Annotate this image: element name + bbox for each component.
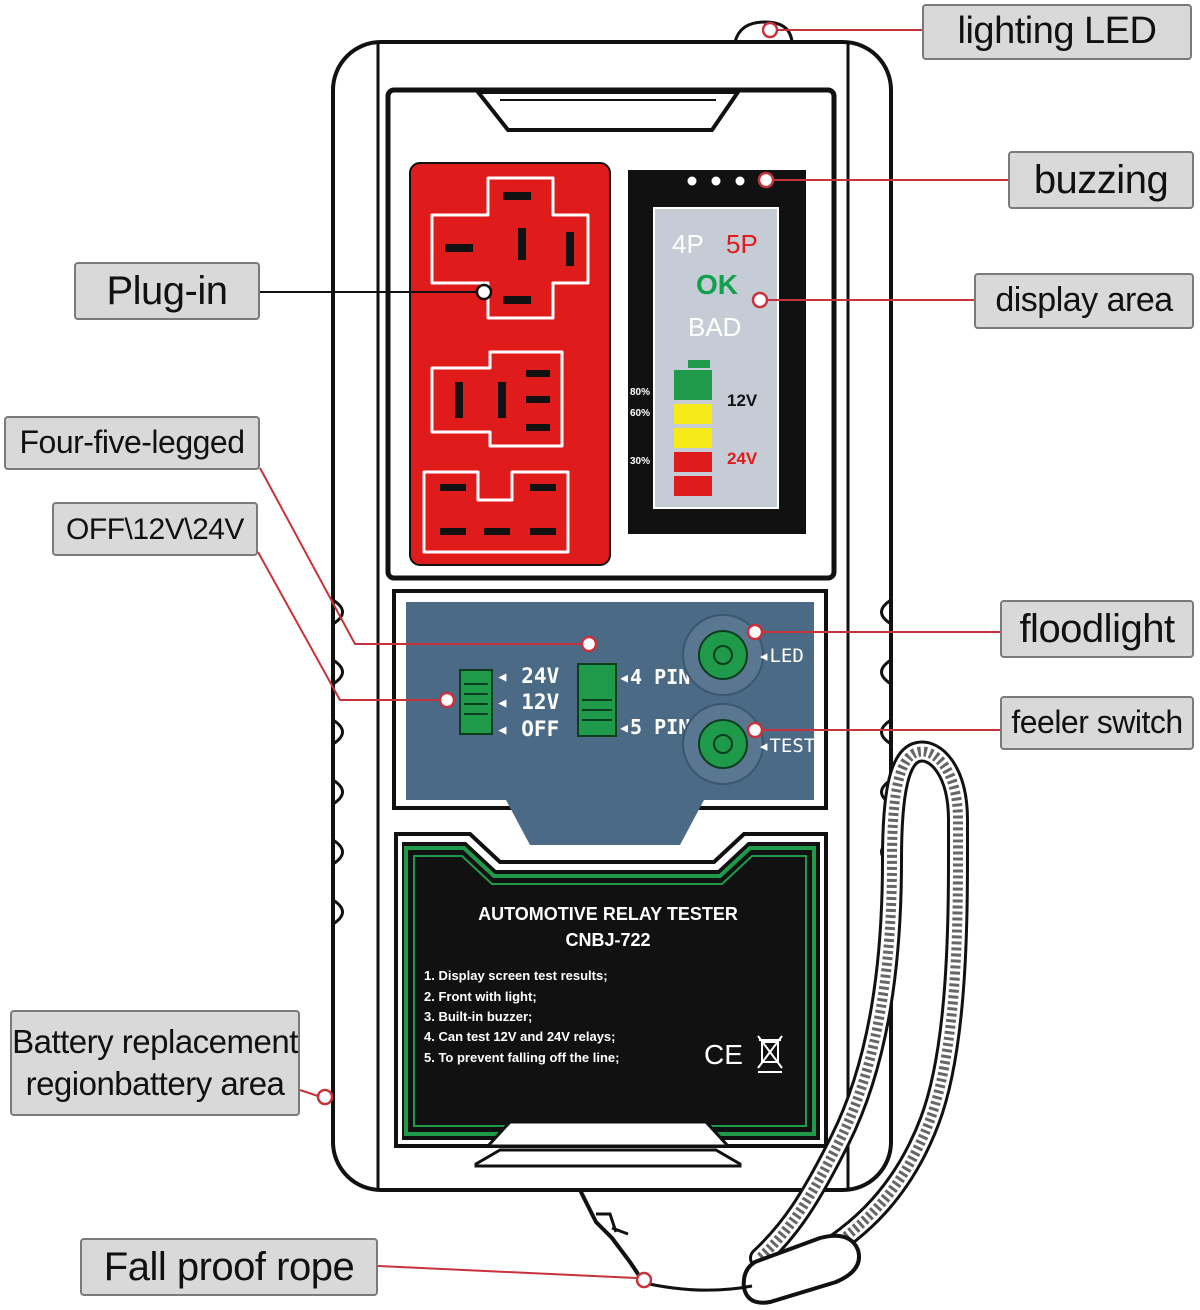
feature-1: 1. Display screen test results; [424, 968, 608, 983]
callout-feeler-switch: feeler switch [1000, 696, 1194, 750]
socket-bottom-pins [440, 484, 556, 535]
socket-block [409, 162, 611, 566]
lanyard-clip [578, 1189, 644, 1282]
buzzer-holes [687, 176, 745, 186]
socket-bottom-outline [422, 470, 570, 554]
weee-bin-icon [757, 1035, 783, 1073]
label-off: ◂ OFF [496, 717, 559, 741]
display-4p: 4P [672, 229, 704, 259]
top-slot [473, 90, 742, 132]
display-bad: BAD [688, 312, 741, 342]
battery-bar-red-2 [674, 476, 712, 496]
callout-battery-line2: regionbattery area [25, 1065, 285, 1102]
info-model: CNBJ-722 [565, 930, 650, 950]
callout-floodlight: floodlight [1000, 600, 1194, 658]
battery-bar-red-1 [674, 452, 712, 472]
pct-80: 80% [630, 387, 650, 398]
callout-display-area: display area [974, 273, 1194, 329]
feature-4: 4. Can test 12V and 24V relays; [424, 1029, 615, 1044]
test-button [698, 719, 748, 769]
label-24v: ◂ 24V [496, 664, 560, 688]
battery-bar-green [674, 370, 712, 400]
battery-bar-yellow-1 [674, 404, 712, 424]
feature-2: 2. Front with light; [424, 989, 537, 1004]
display-5p: 5P [726, 229, 758, 259]
label-5pin: ◂5 PIN [618, 715, 690, 739]
callout-lighting-led: lighting LED [922, 4, 1192, 60]
battery-bar-yellow-2 [674, 428, 712, 448]
socket-5pin-outline [430, 176, 590, 320]
callout-battery-line1: Battery replacement [12, 1022, 298, 1060]
label-12v: ◂ 12V [496, 690, 560, 714]
strap-bead [741, 1233, 861, 1305]
feature-3: 3. Built-in buzzer; [424, 1009, 532, 1024]
callout-four-five-legged: Four-five-legged [4, 416, 260, 470]
feature-5: 5. To prevent falling off the line; [424, 1050, 620, 1065]
callout-fall-proof-rope: Fall proof rope [80, 1238, 378, 1296]
label-4pin: ◂4 PIN [618, 665, 690, 689]
info-title: AUTOMOTIVE RELAY TESTER [478, 904, 738, 924]
callout-plug-in: Plug-in [74, 262, 260, 320]
callout-buzzing: buzzing [1008, 151, 1194, 209]
bottom-slot [474, 1148, 742, 1168]
info-panel [402, 842, 820, 1140]
display-12v: 12V [727, 391, 758, 410]
leader-dots [316, 21, 779, 1289]
grip-ridges-left [332, 598, 344, 926]
socket-4pin-outline [430, 350, 564, 448]
ce-mark: CE [704, 1039, 743, 1070]
device-body-inner [376, 40, 850, 1192]
battery-cap [688, 360, 710, 368]
leader-lines [257, 29, 1008, 1279]
voltage-switch [459, 669, 493, 735]
socket-4pin-pins [455, 370, 550, 431]
pct-30: 30% [630, 456, 650, 467]
display-ok: OK [696, 269, 738, 300]
label-test: ◂TEST [758, 735, 815, 757]
display-24v: 24V [727, 449, 758, 468]
label-led: ◂LED [758, 645, 804, 667]
callout-battery-area: Battery replacement regionbattery area [10, 1010, 300, 1116]
pct-60: 60% [630, 408, 650, 419]
callout-off-12v-24v: OFF\12V\24V [52, 502, 258, 556]
led-button [698, 630, 748, 680]
socket-5pin-pins [445, 192, 574, 304]
